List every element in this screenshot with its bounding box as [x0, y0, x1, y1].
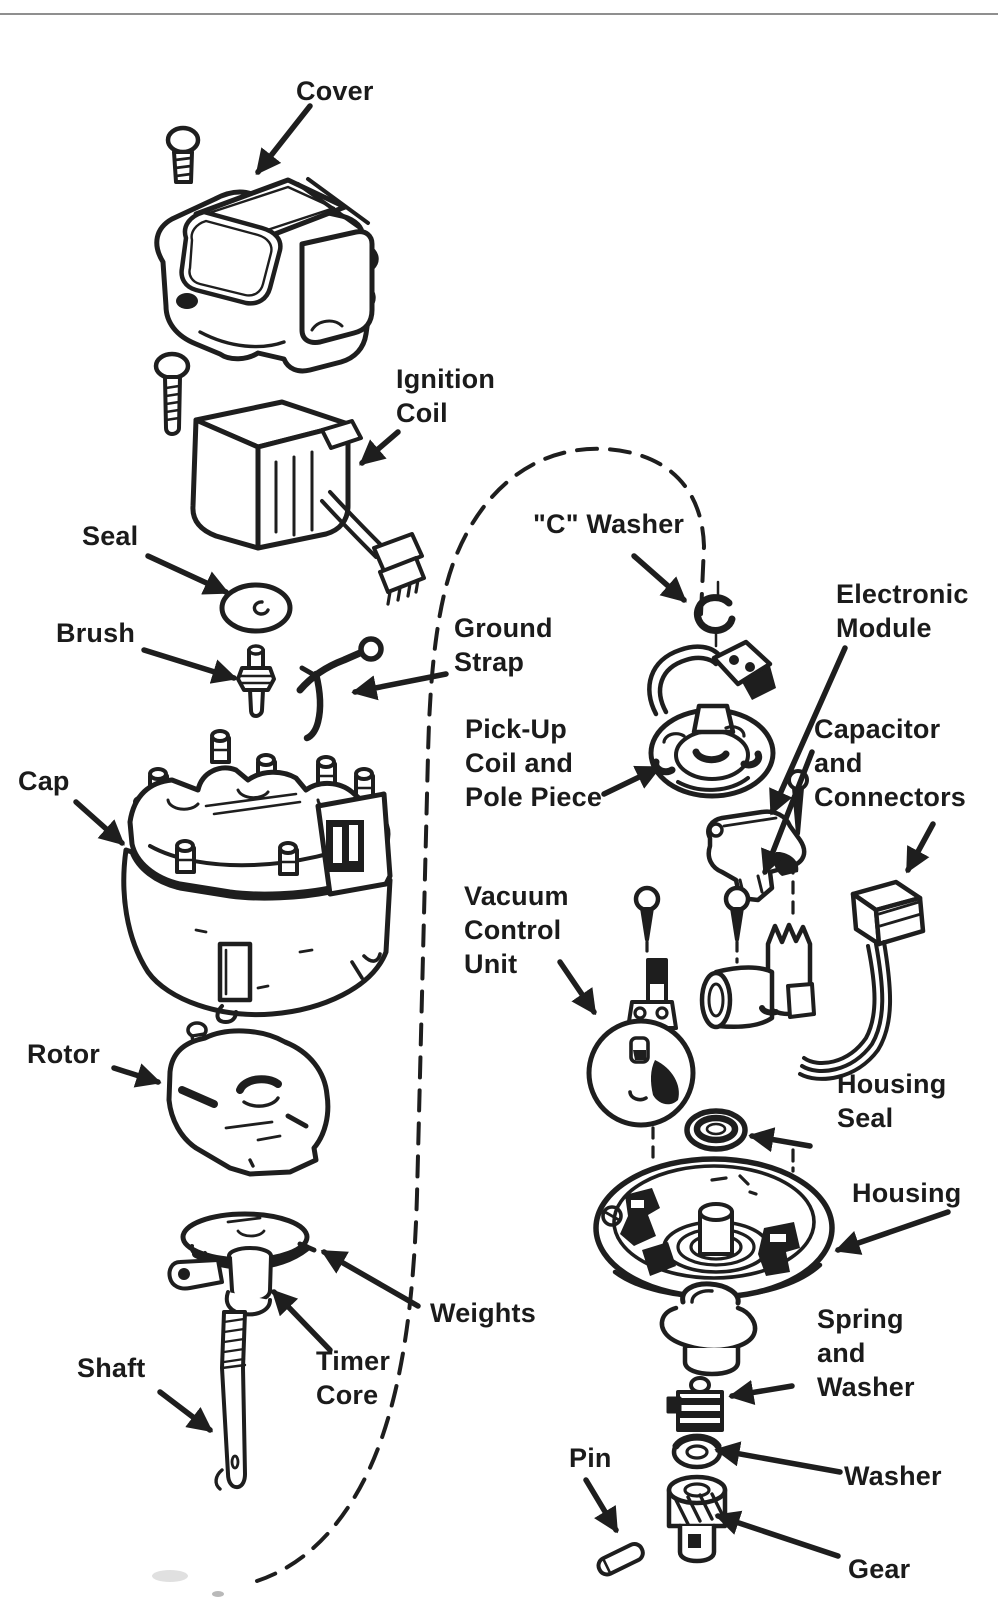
cover-screw-part — [165, 125, 201, 184]
housing-seal-part — [684, 1108, 748, 1152]
electronic-module-part — [706, 809, 807, 903]
label-gear: Gear — [848, 1554, 911, 1584]
arrow-pickup-coil — [601, 765, 662, 797]
label-vacuum-control: Vacuum Control Unit — [464, 881, 569, 980]
arrow-housing — [834, 1209, 951, 1255]
label-ground-strap: Ground Strap — [454, 613, 553, 678]
label-weights: Weights — [430, 1298, 536, 1328]
arrow-housing-seal — [748, 1127, 813, 1153]
arrow-seal — [145, 553, 230, 595]
weights-part — [167, 1211, 317, 1303]
housing-bushing-part — [659, 1281, 758, 1377]
arrow-c-washer — [631, 553, 687, 603]
label-cover: Cover — [296, 76, 374, 106]
arrow-connectors — [905, 821, 936, 874]
label-seal: Seal — [82, 521, 139, 551]
arrow-washer — [714, 1441, 843, 1475]
arrow-gear — [714, 1510, 841, 1559]
label-capacitor: Capacitor and Connectors — [814, 714, 967, 813]
label-rotor: Rotor — [27, 1039, 100, 1069]
brush-part — [236, 644, 276, 718]
scan-smudges — [152, 1570, 224, 1597]
arrow-rotor — [111, 1063, 162, 1088]
shaft-part — [214, 1290, 272, 1491]
arrow-weights — [320, 1249, 421, 1309]
cap-part — [121, 729, 393, 1024]
label-washer: Washer — [844, 1461, 942, 1491]
label-c-washer: "C" Washer — [533, 509, 685, 539]
arrow-capacitor — [761, 749, 815, 876]
label-pin: Pin — [569, 1443, 612, 1473]
arrow-cover — [255, 103, 313, 175]
connectors-part — [798, 879, 926, 1081]
capacitor-part — [699, 922, 816, 1030]
arrow-cap — [73, 799, 125, 846]
label-housing: Housing — [852, 1178, 962, 1208]
housing-part — [593, 1156, 835, 1300]
pickup-coil-part — [647, 639, 776, 799]
arrow-timer-core — [271, 1289, 333, 1353]
label-housing-seal: Housing Seal — [837, 1069, 947, 1134]
arrow-brush — [141, 647, 238, 684]
c-washer-part — [694, 594, 736, 634]
label-cap: Cap — [18, 766, 70, 796]
arrow-spring-washer — [728, 1379, 795, 1405]
arrow-shaft — [157, 1389, 214, 1433]
gear-part — [666, 1474, 728, 1564]
coil-bolt-part — [153, 351, 191, 436]
vacuum-control-part — [586, 958, 696, 1128]
callout-arrows — [73, 103, 951, 1559]
arrow-electronic-module — [769, 645, 848, 816]
arrow-ignition-coil — [359, 429, 401, 466]
ground-strap-part — [296, 636, 384, 742]
rotor-part — [166, 1021, 331, 1177]
label-shaft: Shaft — [77, 1353, 146, 1383]
washer-part — [671, 1433, 723, 1470]
label-ignition-coil: Ignition Coil — [396, 364, 496, 429]
label-spring-washer: Spring and Washer — [817, 1304, 915, 1403]
spring-washer-part — [666, 1376, 724, 1432]
seal-part — [219, 582, 293, 634]
label-electronic-module: Electronic Module — [836, 579, 969, 644]
arrow-pin — [583, 1477, 619, 1534]
arrow-vacuum — [557, 959, 597, 1016]
page-top-rule — [0, 13, 998, 15]
pin-part — [596, 1541, 645, 1577]
label-pickup-coil: Pick-Up Coil and Pole Piece — [465, 714, 603, 813]
assembly-dashed-curve — [255, 446, 706, 1583]
cover-part — [154, 177, 379, 374]
ignition-coil-part — [190, 399, 426, 606]
label-brush: Brush — [56, 618, 136, 648]
label-timer-core: Timer Core — [316, 1346, 391, 1411]
arrow-ground-strap — [351, 671, 449, 701]
